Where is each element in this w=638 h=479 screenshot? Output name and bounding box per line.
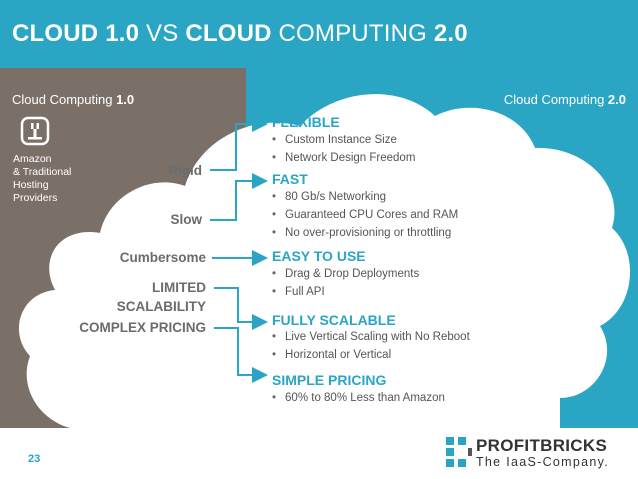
con-scalability: SCALABILITY xyxy=(116,299,206,314)
feature-bullet: No over-provisioning or throttling xyxy=(272,227,451,239)
arrow-slow xyxy=(210,173,268,221)
feature-bullet: Horizontal or Vertical xyxy=(272,349,391,361)
feature-bullet: Drag & Drop Deployments xyxy=(272,268,419,280)
cloud-2-label: Cloud Computing 2.0 xyxy=(503,92,626,107)
con-limited: LIMITED xyxy=(152,280,206,295)
sad-server-icon xyxy=(20,116,50,146)
arrow-complex xyxy=(214,327,268,383)
page-number: 23 xyxy=(28,453,41,465)
feature-bullet: Guaranteed CPU Cores and RAM xyxy=(272,209,458,221)
logo-tagline: The IaaS-Company. xyxy=(476,455,610,469)
arrow-limited xyxy=(214,287,268,330)
slide-title: CLOUD 1.0 VS CLOUD COMPUTING 2.0 xyxy=(12,20,468,47)
profitbricks-cloud-icon xyxy=(578,124,608,154)
feature-title-scalable: FULLY SCALABLE xyxy=(272,312,396,328)
cloud-1-label: Cloud Computing 1.0 xyxy=(12,92,135,107)
feature-bullet: Full API xyxy=(272,286,325,298)
provider-description: Amazon & Traditional Hosting Providers xyxy=(13,153,72,204)
con-slow: Slow xyxy=(170,212,202,227)
feature-bullet: Custom Instance Size xyxy=(272,134,397,146)
feature-bullet: 80 Gb/s Networking xyxy=(272,191,386,203)
con-cumbersome: Cumbersome xyxy=(119,250,206,265)
feature-bullet: Live Vertical Scaling with No Reboot xyxy=(272,331,470,343)
feature-bullet: 60% to 80% Less than Amazon xyxy=(272,392,445,404)
feature-title-fast: FAST xyxy=(272,171,308,187)
slide-header: CLOUD 1.0 VS CLOUD COMPUTING 2.0 xyxy=(0,0,638,68)
con-rigid: Rigid xyxy=(168,163,202,178)
con-complex-pricing: COMPLEX PRICING xyxy=(79,320,206,335)
cloud-shape xyxy=(18,94,631,428)
arrow-rigid xyxy=(210,116,268,171)
feature-title-easy: EASY TO USE xyxy=(272,248,366,264)
feature-title-pricing: SIMPLE PRICING xyxy=(272,372,387,388)
feature-title-flexible: FLEXIBLE xyxy=(272,114,340,130)
logo-wordmark: PROFITBRICKS xyxy=(476,436,608,455)
profitbricks-logo-icon xyxy=(446,437,472,467)
feature-bullet: Network Design Freedom xyxy=(272,152,415,164)
